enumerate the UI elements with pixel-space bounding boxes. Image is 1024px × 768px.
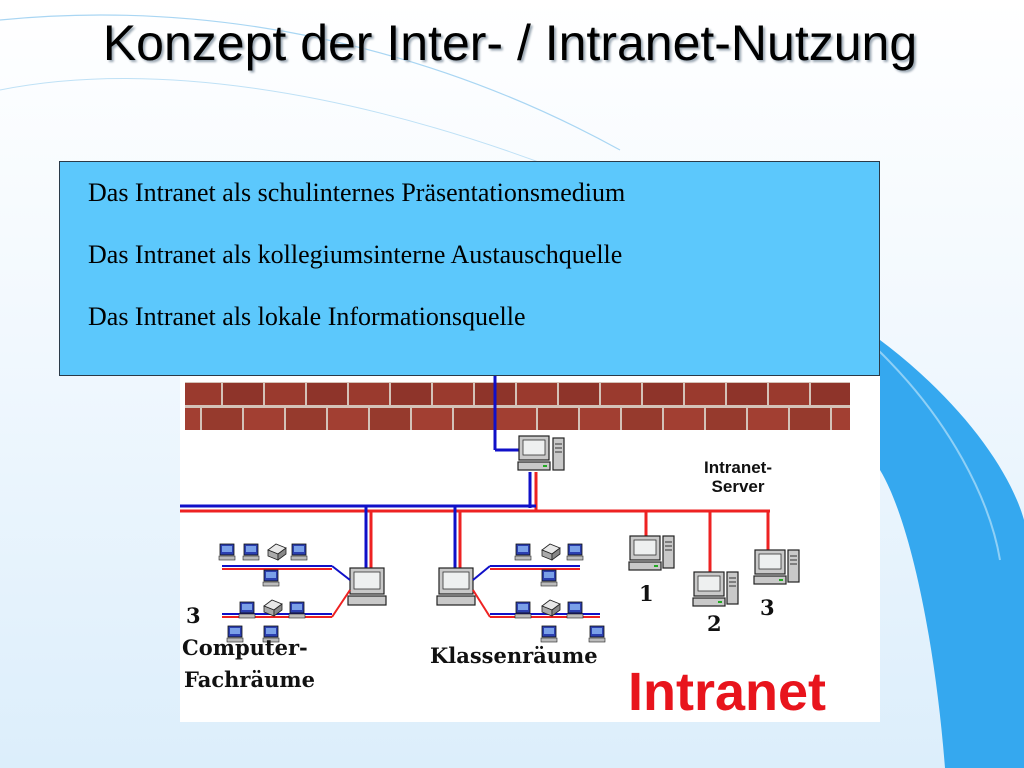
workstation-3-number: 3 (760, 595, 775, 620)
slide-title: Konzept der Inter- / Intranet-Nutzung (102, 15, 918, 71)
info-item-austauschquelle: Das Intranet als kollegiumsinterne Austa… (88, 240, 623, 269)
workstation-1-computer-icon (628, 535, 675, 571)
intranet-label: Intranet (628, 662, 827, 722)
computer-rooms-label-line1: Computer- (182, 635, 308, 660)
intranet-server-label: Intranet-Server (704, 458, 772, 496)
network-diagram: Intranet-Server 3 Computer- Fachräume Kl… (180, 340, 880, 722)
info-item-informationsquelle: Das Intranet als lokale Informationsquel… (88, 302, 526, 331)
intranet-server-computer-icon (517, 435, 565, 471)
workstation-1-number: 1 (639, 581, 654, 606)
computer-room-devices (218, 543, 308, 643)
computer-rooms-label-line2: Fachräume (184, 667, 315, 692)
classrooms-label: Klassenräume (430, 643, 598, 668)
classroom-devices (514, 543, 606, 643)
info-box: Das Intranet als schulinternes Präsentat… (59, 161, 880, 376)
info-item-praesentationsmedium: Das Intranet als schulinternes Präsentat… (88, 178, 626, 207)
computer-rooms-count: 3 (186, 603, 201, 628)
info-list: Das Intranet als schulinternes Präsentat… (60, 162, 879, 330)
workstation-2-number: 2 (707, 611, 722, 636)
workstation-2-computer-icon (692, 571, 739, 607)
computer-rooms-hub-computer-icon (347, 567, 387, 606)
brick-wall (185, 382, 850, 430)
workstation-3-computer-icon (753, 549, 800, 585)
classrooms-hub-computer-icon (436, 567, 476, 606)
